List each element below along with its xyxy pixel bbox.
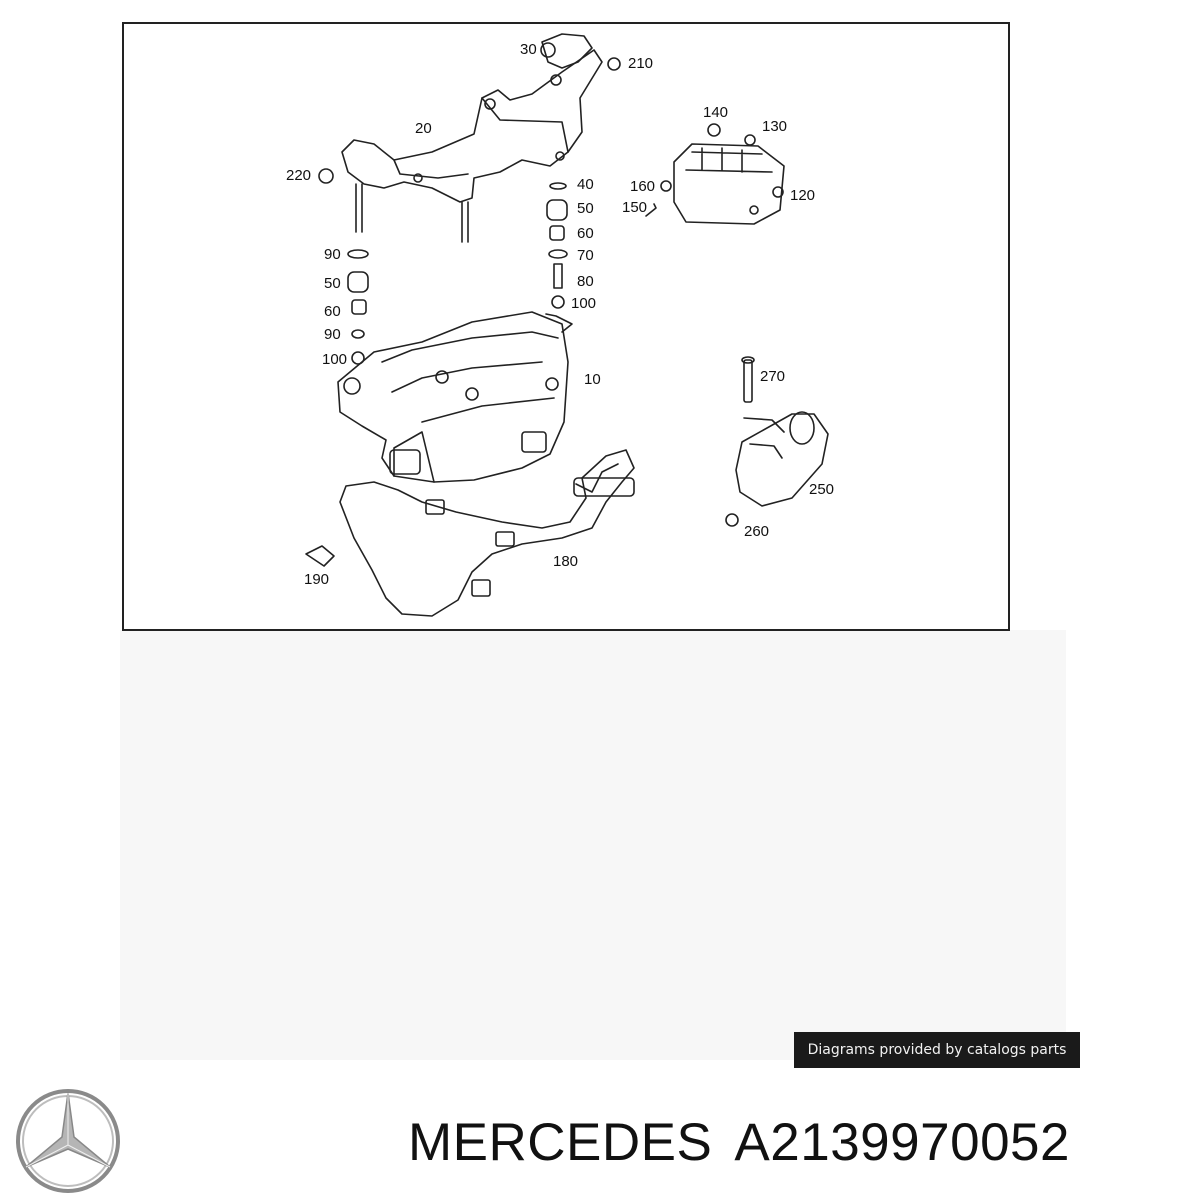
callout-label: 10 — [584, 371, 601, 388]
callout-label: 260 — [744, 523, 769, 540]
callout-label: 30 — [520, 41, 537, 58]
callout-label: 160 — [630, 178, 655, 195]
callout-label: 100 — [571, 295, 596, 312]
parts-diagram-drawing: 30 210 20 140 130 220 40 160 120 50 150 60 90 70 50 80 1… — [286, 33, 834, 617]
callout-label: 150 — [622, 199, 647, 216]
callout-label: 130 — [762, 118, 787, 135]
callout-label: 190 — [304, 571, 329, 588]
callout-label: 20 — [415, 120, 432, 137]
background-panel — [120, 630, 1066, 1060]
callout-label: 90 — [324, 246, 341, 263]
callout-label: 80 — [577, 273, 594, 290]
parts-diagram: 30 210 20 140 130 220 40 160 120 50 150 60 90 70 50 80 1… — [122, 22, 1010, 631]
callout-label: 180 — [553, 553, 578, 570]
callout-label: 140 — [703, 104, 728, 121]
callout-label: 50 — [577, 200, 594, 217]
bracket-shape — [341, 49, 603, 203]
callout-label: 100 — [322, 351, 347, 368]
callout-label: 220 — [286, 167, 311, 184]
part-caption: MERCEDES A2139970052 — [408, 1108, 1070, 1178]
reservoir-shape — [735, 413, 829, 507]
control-unit-shape — [673, 143, 785, 225]
callout-label: 90 — [324, 326, 341, 343]
brand-name: MERCEDES — [408, 1113, 713, 1172]
callout-label: 40 — [577, 176, 594, 193]
callout-layer: 30 210 20 140 130 220 40 160 120 50 150 60 90 70 50 80 1… — [286, 41, 834, 588]
credit-badge: Diagrams provided by catalogs parts — [794, 1032, 1080, 1068]
callout-label: 50 — [324, 275, 341, 292]
hose-shape — [339, 449, 635, 617]
part-number: A2139970052 — [734, 1113, 1071, 1172]
callout-label: 210 — [628, 55, 653, 72]
callout-label: 60 — [577, 225, 594, 242]
callout-label: 70 — [577, 247, 594, 264]
compressor-shape — [337, 311, 569, 483]
callout-label: 270 — [760, 368, 785, 385]
callout-label: 60 — [324, 303, 341, 320]
mercedes-star-icon — [16, 1089, 120, 1193]
callout-label: 120 — [790, 187, 815, 204]
callout-label: 250 — [809, 481, 834, 498]
